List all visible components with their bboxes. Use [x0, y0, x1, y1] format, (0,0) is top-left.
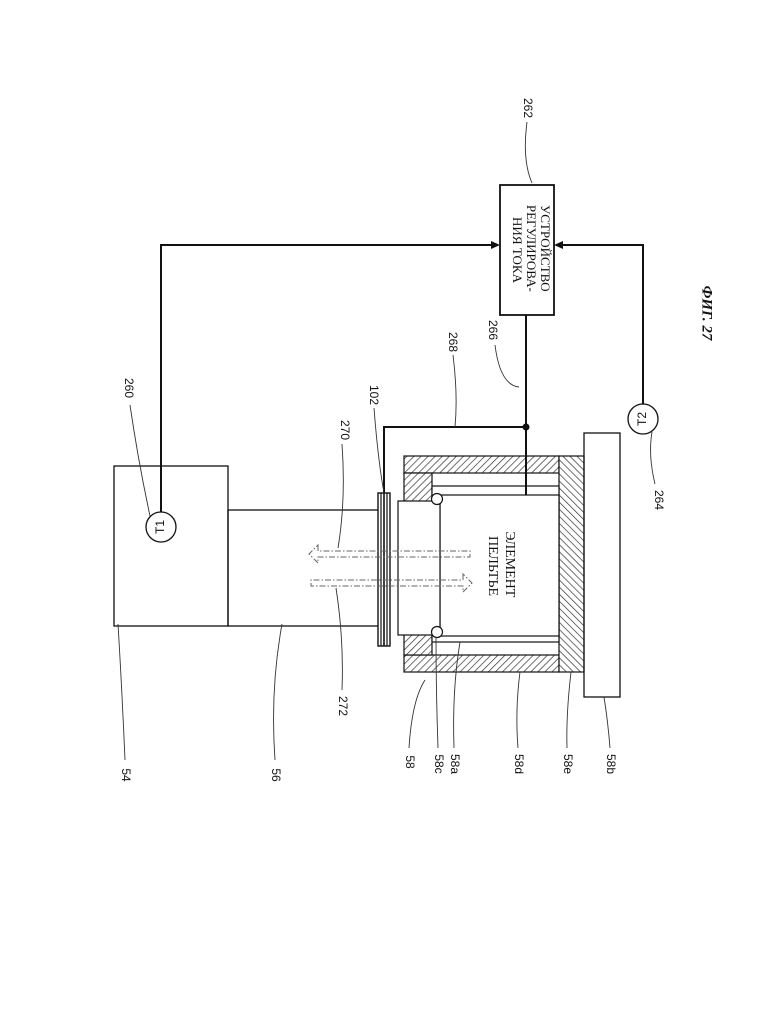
- member-56: [228, 510, 380, 626]
- controller-label-line1: УСТРОЙСТВО: [538, 205, 553, 292]
- ref-272: 272: [336, 696, 350, 716]
- svg-text:УСТРОЙСТВО РЕГУЛИРОВА-: УСТРОЙСТВО РЕГУЛИРОВА- НИЯ ТОКА: [510, 205, 553, 295]
- ref-264: 264: [652, 490, 666, 510]
- ball-lower: [432, 627, 443, 638]
- ref-58a: 58a: [448, 754, 462, 774]
- figure-caption: ФИГ. 27: [699, 286, 715, 341]
- sensor-t2-label: T2: [635, 412, 649, 426]
- peltier-label-line1: ЭЛЕМЕНТ: [502, 531, 517, 598]
- controller-label-line3: НИЯ ТОКА: [510, 217, 525, 284]
- arrow-into-controller-top: [491, 241, 500, 249]
- wire-junction: [523, 424, 530, 431]
- plate-102: [378, 493, 390, 646]
- ball-upper: [432, 494, 443, 505]
- ref-58b: 58b: [604, 754, 618, 774]
- controller-label-line2: РЕГУЛИРОВА-: [524, 205, 539, 292]
- ref-260: 260: [122, 378, 136, 398]
- mount-58b: [584, 433, 620, 697]
- ref-262: 262: [521, 98, 535, 118]
- ref-266: 266: [486, 320, 500, 340]
- ref-58d: 58d: [512, 754, 526, 774]
- arrow-into-controller-bottom: [554, 241, 563, 249]
- ref-270: 270: [338, 420, 352, 440]
- ref-102: 102: [367, 385, 381, 405]
- sensor-t1-label: T1: [153, 520, 167, 534]
- sensor-t1: T1: [146, 512, 176, 542]
- ref-58c: 58c: [432, 754, 446, 773]
- ref-56: 56: [269, 768, 283, 782]
- spacer-58a: [398, 501, 440, 635]
- ref-58: 58: [403, 755, 417, 769]
- ref-268: 268: [446, 332, 460, 352]
- peltier-label-line2: ПЕЛЬТЬЕ: [485, 536, 500, 596]
- sensor-t2: T2: [628, 404, 658, 434]
- ref-58e: 58e: [561, 754, 575, 774]
- base-58e: [559, 456, 584, 672]
- heat-source-box: [114, 466, 228, 626]
- ref-54: 54: [119, 768, 133, 782]
